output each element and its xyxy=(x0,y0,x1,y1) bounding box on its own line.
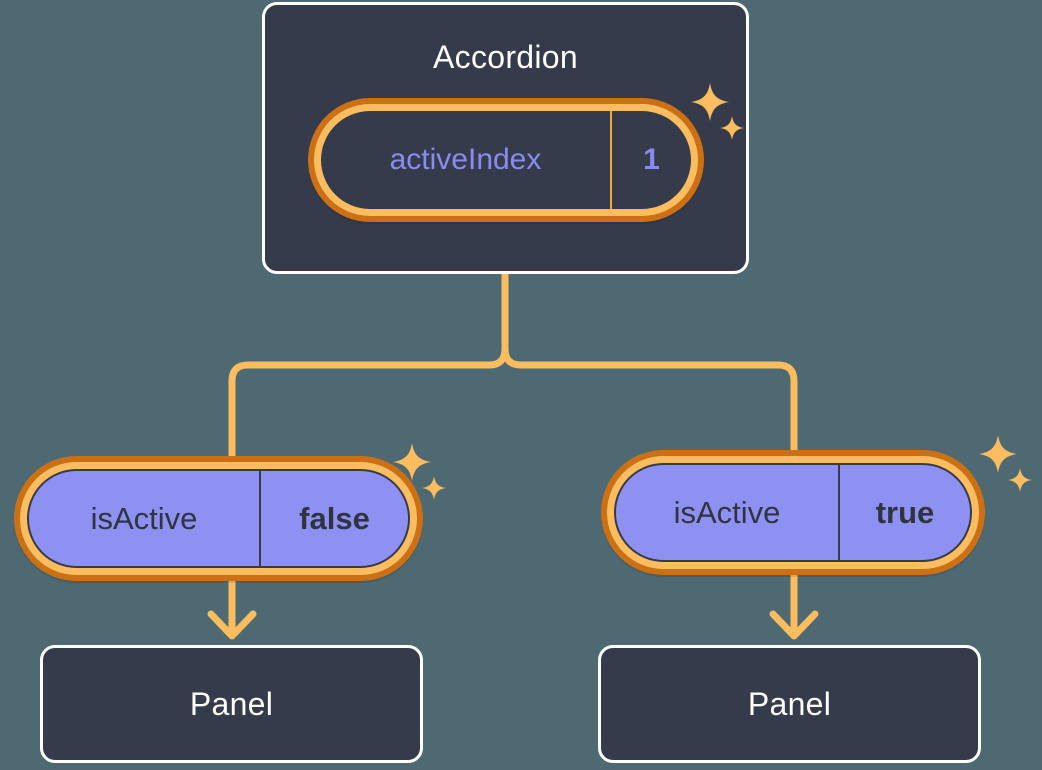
pill-body: isActive true xyxy=(614,463,972,562)
prop-key-label: isActive xyxy=(673,495,781,530)
prop-key-label: isActive xyxy=(90,501,198,536)
state-value-label: 1 xyxy=(610,111,691,209)
pill-gold-ring: activeIndex 1 xyxy=(314,104,698,216)
pill-gold-ring: isActive true xyxy=(607,456,979,569)
sparkle-four-point-small-icon xyxy=(1007,467,1033,493)
state-pill-active-index[interactable]: activeIndex 1 xyxy=(308,98,704,222)
sparkle-four-point-small-icon xyxy=(421,475,447,501)
prop-value-label: true xyxy=(838,465,970,560)
panel-component-left[interactable]: Panel xyxy=(40,645,423,763)
edge-accordion-to-left-prop xyxy=(228,270,509,466)
sparkle-four-point-icon xyxy=(978,434,1018,474)
prop-value-label: false xyxy=(259,471,408,566)
sparkle-group-right xyxy=(978,434,1038,504)
arrow-down-icon xyxy=(207,610,257,640)
pill-body: activeIndex 1 xyxy=(321,111,691,209)
prop-pill-is-active-false[interactable]: isActive false xyxy=(14,456,423,581)
edge-right-prop-to-panel xyxy=(769,572,819,640)
panel-title-right: Panel xyxy=(747,686,832,722)
edge-left-prop-to-panel xyxy=(207,578,257,640)
pill-body: isActive false xyxy=(27,469,410,568)
pill-gold-ring: isActive false xyxy=(20,462,417,575)
arrow-down-icon xyxy=(769,610,819,640)
accordion-title: Accordion xyxy=(433,39,578,75)
edge-accordion-to-right-prop xyxy=(501,270,798,459)
prop-pill-is-active-true[interactable]: isActive true xyxy=(601,450,985,575)
state-key-label: activeIndex xyxy=(389,143,542,176)
panel-component-right[interactable]: Panel xyxy=(598,645,981,763)
panel-title-left: Panel xyxy=(189,686,274,722)
